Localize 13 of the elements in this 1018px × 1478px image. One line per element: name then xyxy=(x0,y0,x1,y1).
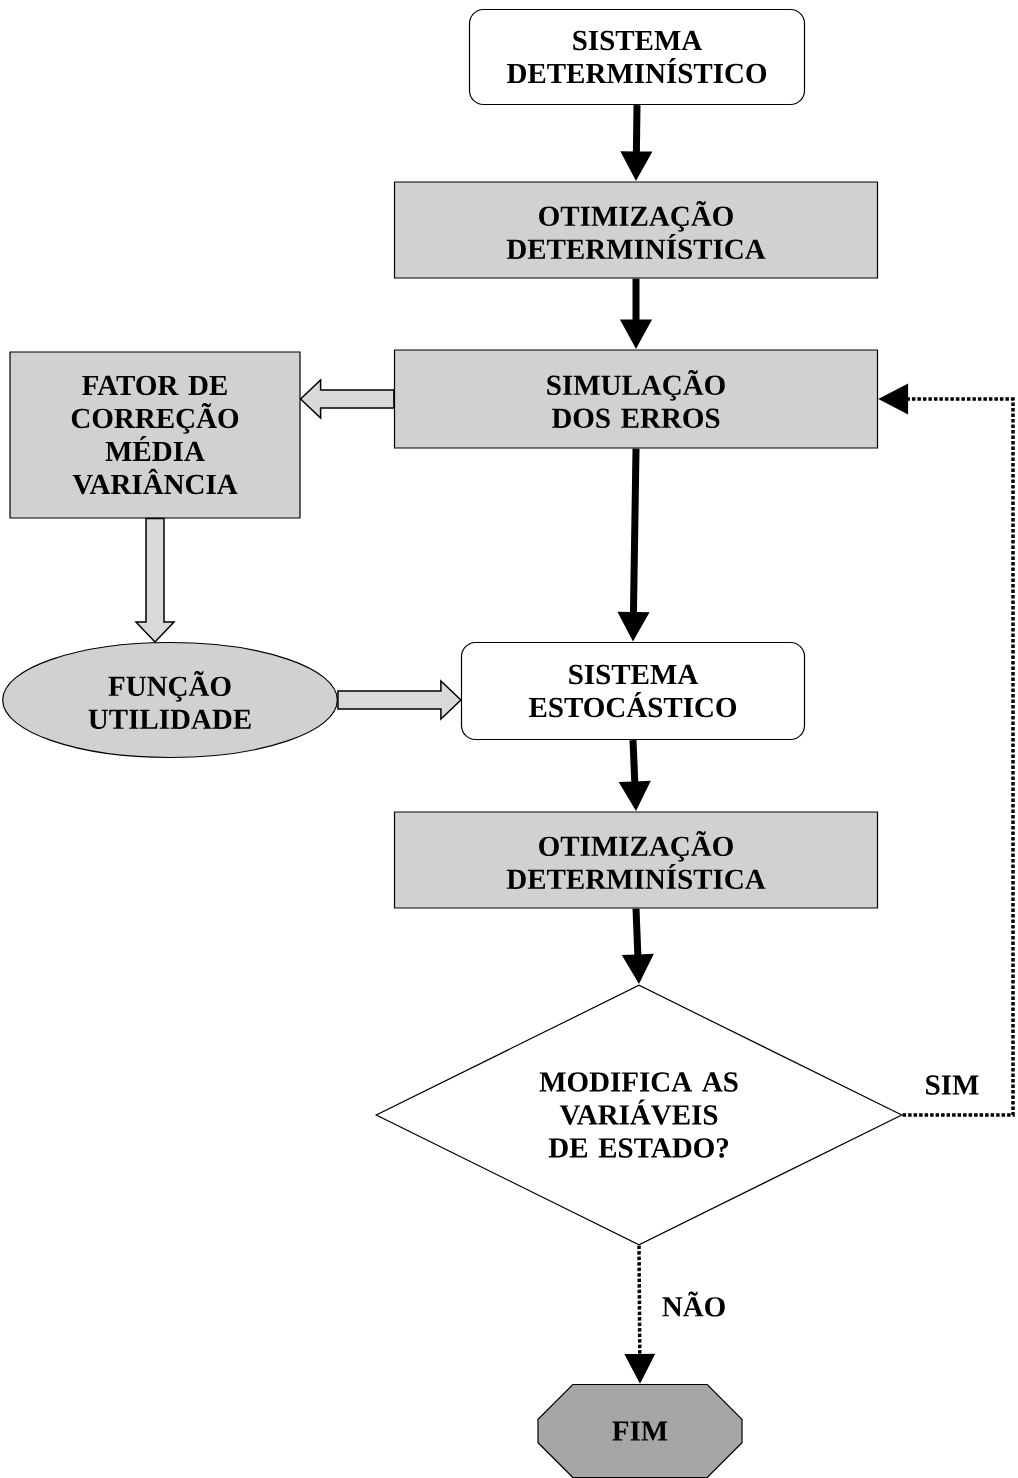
ellipse-node: FUNÇÃO UTILIDADE xyxy=(2,641,338,759)
block-arrow xyxy=(299,378,395,420)
process-box: FATOR DE CORREÇÃO MÉDIA VARIÂNCIA xyxy=(9,351,301,519)
block-arrow xyxy=(134,517,176,643)
terminal-box: SISTEMA DETERMINÍSTICO xyxy=(468,8,806,106)
block-arrow xyxy=(337,679,462,721)
edge-label: SIM xyxy=(922,1073,982,1097)
edge-label: NÃO xyxy=(659,1289,729,1319)
process-box: SIMULAÇÃO DOS ERROS xyxy=(393,349,879,449)
process-box: OTIMIZAÇÃO DETERMINÍSTICA xyxy=(393,181,879,279)
terminal-box: SISTEMA ESTOCÁSTICO xyxy=(460,641,806,741)
end-octagon: FIM xyxy=(537,1383,743,1478)
process-box: OTIMIZAÇÃO DETERMINÍSTICA xyxy=(393,811,879,909)
